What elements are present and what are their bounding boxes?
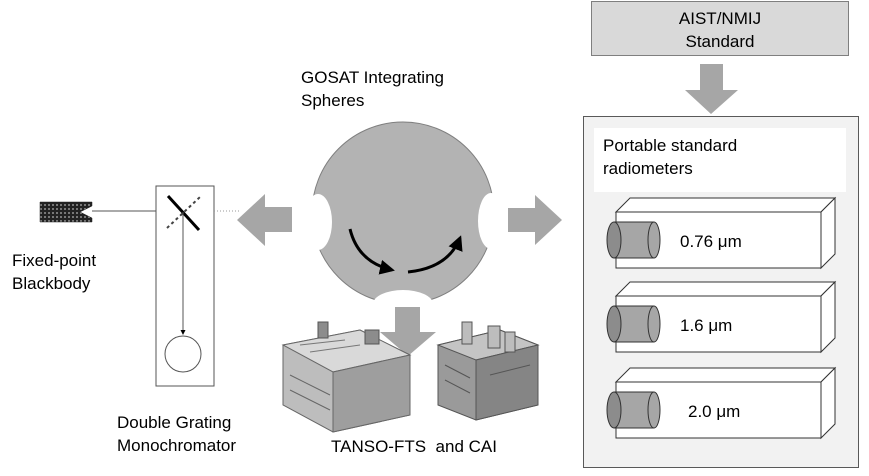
blackbody-label-line1: Fixed-point [12, 251, 97, 270]
curved-arrow-right [407, 235, 463, 274]
radiometers: 0.76 μm 1.6 μm 2.0 μm [606, 196, 837, 440]
aist-nmij-standard-box: AIST/NMIJ Standard [591, 1, 849, 56]
down-arrow-instruments [380, 307, 436, 356]
radiometer-title-box: Portable standard radiometers [594, 128, 846, 192]
radiometer-wavelength-2: 1.6 μm [680, 316, 732, 335]
sphere-label-line1: GOSAT Integrating [301, 68, 444, 87]
radiometer-wavelength-1: 0.76 μm [680, 232, 742, 251]
instruments-label: TANSO-FTS and CAI [331, 435, 497, 458]
tanso-fts-instrument [281, 321, 412, 433]
portable-line2: radiometers [603, 159, 693, 178]
sphere-label-line2: Spheres [301, 91, 365, 110]
radiometer-2: 1.6 μm [606, 280, 837, 354]
left-arrow [237, 194, 292, 246]
cai-instrument [436, 321, 540, 421]
monochromator-label-line1: Double Grating [117, 413, 232, 432]
standard-line1: AIST/NMIJ [678, 9, 762, 28]
blackbody-label-line2: Blackbody [12, 274, 91, 293]
right-arrow [508, 195, 562, 245]
standard-line2: Standard [685, 32, 755, 51]
radiometer-wavelength-3: 2.0 μm [688, 402, 740, 421]
monochromator [155, 185, 215, 387]
portable-line1: Portable standard [603, 136, 738, 155]
radiometer-1: 0.76 μm [606, 196, 837, 270]
monochromator-label: Double Grating Monochromator [117, 411, 236, 457]
down-arrow-standard [685, 64, 738, 114]
instruments-label-part1: TANSO-FTS [331, 437, 427, 456]
radiometer-3: 2.0 μm [606, 366, 837, 440]
instruments-label-part2: and CAI [435, 437, 497, 456]
sphere-label: GOSAT Integrating Spheres [301, 66, 444, 112]
monochromator-label-line2: Monochromator [117, 436, 237, 455]
fixed-point-blackbody [39, 201, 93, 223]
integrating-sphere [304, 121, 504, 318]
curved-arrow-left [348, 228, 395, 275]
blackbody-label: Fixed-point Blackbody [12, 249, 96, 295]
